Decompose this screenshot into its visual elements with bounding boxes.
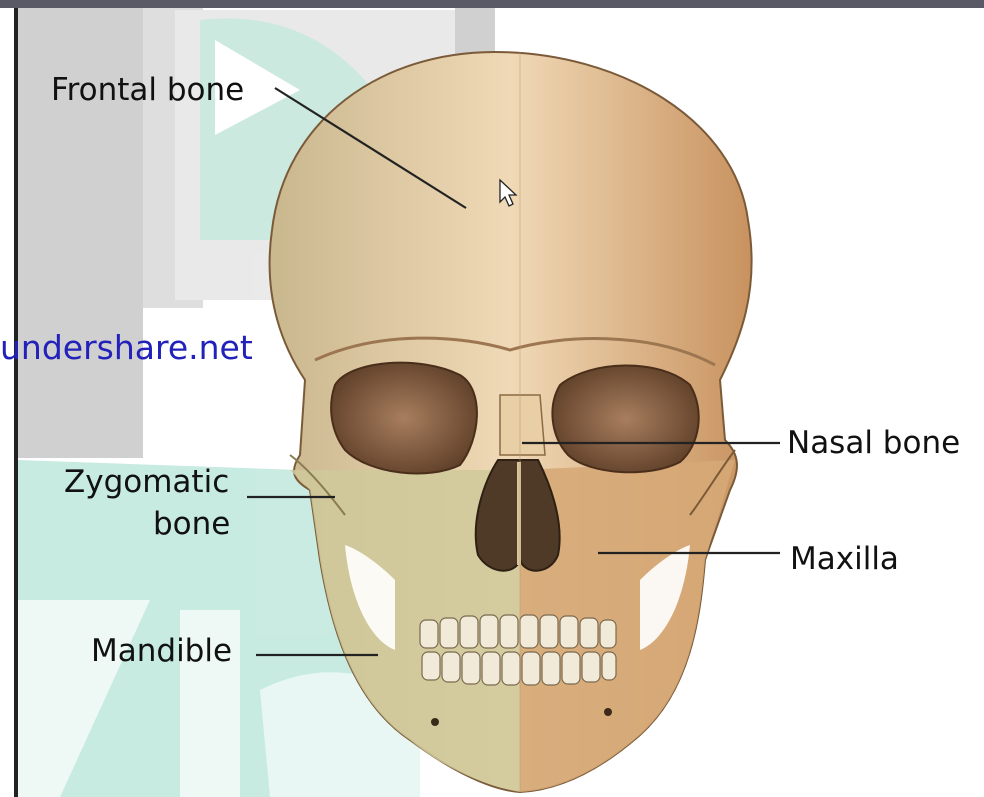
window-left-edge bbox=[14, 8, 18, 797]
label-mandible: Mandible bbox=[91, 633, 232, 669]
watermark-text: undershare.net bbox=[0, 328, 253, 367]
right-orbit bbox=[552, 365, 698, 472]
label-zygomatic-line1: Zygomatic bbox=[64, 464, 229, 500]
label-nasal-bone: Nasal bone bbox=[787, 425, 960, 461]
window-top-edge bbox=[0, 0, 984, 8]
label-frontal-bone: Frontal bone bbox=[51, 72, 244, 108]
label-maxilla: Maxilla bbox=[790, 541, 899, 577]
left-orbit bbox=[331, 363, 477, 474]
label-zygomatic-line2: bone bbox=[153, 506, 230, 542]
